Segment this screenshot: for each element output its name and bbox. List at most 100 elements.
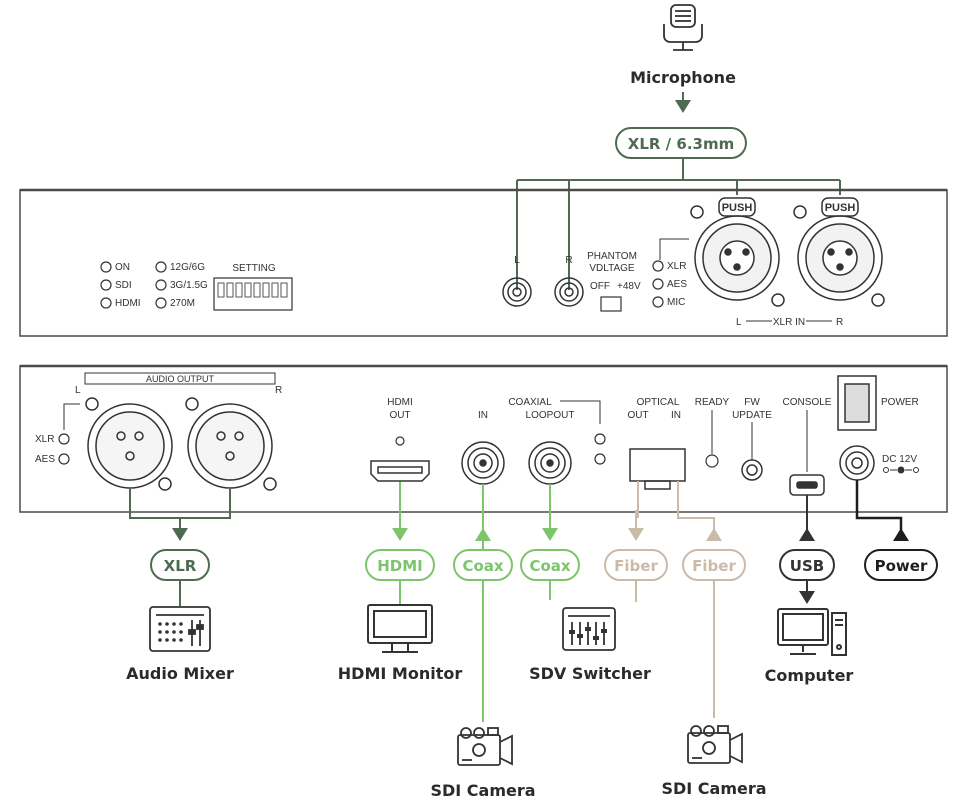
console-label: CONSOLE: [783, 397, 832, 408]
mic-arrow-icon: [675, 100, 691, 113]
xlr-in-left-icon[interactable]: [690, 197, 785, 307]
mic-pill-label: XLR / 6.3mm: [628, 135, 734, 153]
jack-left-label: L: [514, 255, 520, 266]
ready-label: READY: [695, 397, 730, 408]
audio-mixer-label: Audio Mixer: [126, 664, 234, 683]
power-pill: [864, 549, 938, 581]
out-led-aes-label: AES: [35, 454, 55, 465]
led-270m-label: 270M: [170, 298, 195, 309]
dip-switch[interactable]: [213, 277, 293, 311]
setting-label: SETTING: [232, 263, 276, 274]
audio-r-label: R: [275, 385, 282, 396]
dc-polarity-icon: [883, 466, 919, 474]
usb-arrow-up-icon: [799, 528, 815, 541]
usb-arrow-down-icon: [799, 591, 815, 604]
coax-loopout-label: LOOPOUT: [526, 410, 575, 421]
fw-update-button[interactable]: [741, 459, 763, 481]
mic-distribution-lines: [516, 158, 841, 290]
fiber-in-pill-label: Fiber: [692, 557, 736, 575]
usb-pill-label: USB: [790, 557, 824, 575]
dc-jack-icon[interactable]: [839, 445, 875, 481]
coax-in-arrow-icon: [475, 528, 491, 541]
input-led-aes-label: AES: [667, 279, 687, 290]
fiber-out-pill-label: Fiber: [614, 557, 658, 575]
phantom-label-2: VDLTAGE: [589, 263, 635, 274]
audio-mixer-icon: [149, 606, 211, 652]
led-hdmi-label: HDMI: [115, 298, 141, 309]
hdmi-led: [395, 436, 405, 446]
hdmi-out-label-2: OUT: [389, 410, 410, 421]
computer-icon: [777, 608, 847, 656]
phantom-switch[interactable]: [600, 296, 622, 312]
coax-in-label: IN: [478, 410, 488, 421]
coax-loop-arrow-icon: [542, 528, 558, 541]
audio-output-label: AUDIO OUTPUT: [146, 374, 215, 384]
coax-leds: [594, 433, 606, 465]
sfp-port-icon[interactable]: [629, 448, 686, 490]
status-leds-col1: [100, 261, 112, 309]
power-connection-line: [855, 480, 903, 530]
usb-port-icon[interactable]: [789, 474, 825, 496]
power-arrow-icon: [893, 528, 909, 541]
led-3g-label: 3G/1.5G: [170, 280, 208, 291]
optical-label: OPTICAL: [637, 397, 680, 408]
sdv-switcher-label: SDV Switcher: [529, 664, 651, 683]
input-led-xlr-label: XLR: [667, 261, 686, 272]
fiber-out-arrow-icon: [628, 528, 644, 541]
led-sdi-label: SDI: [115, 280, 132, 291]
xlr-out-right-icon[interactable]: [185, 397, 277, 491]
monitor-icon: [367, 604, 433, 653]
power-label: POWER: [881, 397, 919, 408]
hdmi-arrow-icon: [392, 528, 408, 541]
microphone-label: Microphone: [630, 68, 736, 87]
bnc-loopout-icon[interactable]: [528, 441, 572, 485]
out-led-xlr-label: XLR: [35, 434, 54, 445]
xlr-in-right-icon[interactable]: [793, 197, 885, 307]
optical-out-label: OUT: [627, 410, 648, 421]
audio-output-box: [84, 372, 276, 385]
bnc-in-icon[interactable]: [461, 441, 505, 485]
coax-in-pill: [453, 549, 513, 581]
phantom-label-1: PHANTOM: [587, 251, 637, 262]
hdmi-out-label-1: HDMI: [387, 397, 413, 408]
jack-right-label: R: [565, 255, 572, 266]
xlr-in-r-label: R: [836, 317, 843, 328]
sdi-camera-icon-right: [687, 725, 743, 764]
optical-in-label: IN: [671, 410, 681, 421]
status-leds-col2: [155, 261, 167, 309]
push-left-label: PUSH: [722, 202, 753, 214]
jack-left-icon[interactable]: [502, 277, 532, 307]
fw-label-1: FW: [744, 397, 760, 408]
switcher-icon: [562, 607, 616, 651]
ready-led: [705, 454, 719, 468]
audio-l-label: L: [75, 385, 81, 396]
xlr-in-l-label: L: [736, 317, 742, 328]
out-leds-bracket: [63, 403, 80, 430]
push-right-label: PUSH: [825, 202, 856, 214]
sdi-camera-icon-left: [457, 727, 513, 766]
xlr-pill-label: XLR: [164, 557, 197, 575]
hdmi-port-icon[interactable]: [370, 460, 430, 482]
jack-right-icon[interactable]: [554, 277, 584, 307]
xlr-out-left-icon[interactable]: [85, 397, 173, 491]
microphone-icon: [663, 4, 703, 51]
input-leds: [652, 260, 664, 308]
fiber-in-line: [677, 481, 715, 530]
phantom-on-label: +48V: [617, 281, 641, 292]
coax-in-pill-label: Coax: [462, 557, 503, 575]
coax-bracket: [560, 400, 601, 424]
mic-pill: [615, 127, 747, 159]
hdmi-pill-label: HDMI: [377, 557, 423, 575]
power-pill-label: Power: [875, 557, 928, 575]
dc-label: DC 12V: [882, 454, 917, 465]
computer-label: Computer: [765, 666, 854, 685]
out-leds: [58, 433, 70, 465]
power-switch[interactable]: [837, 375, 877, 431]
front-panel: [19, 188, 948, 337]
coaxial-label: COAXIAL: [508, 397, 552, 408]
hdmi-monitor-label: HDMI Monitor: [338, 664, 463, 683]
led-12g-label: 12G/6G: [170, 262, 205, 273]
xlr-in-label: XLR IN: [773, 317, 805, 328]
input-led-mic-label: MIC: [667, 297, 685, 308]
xlr-arrow-icon: [172, 528, 188, 541]
